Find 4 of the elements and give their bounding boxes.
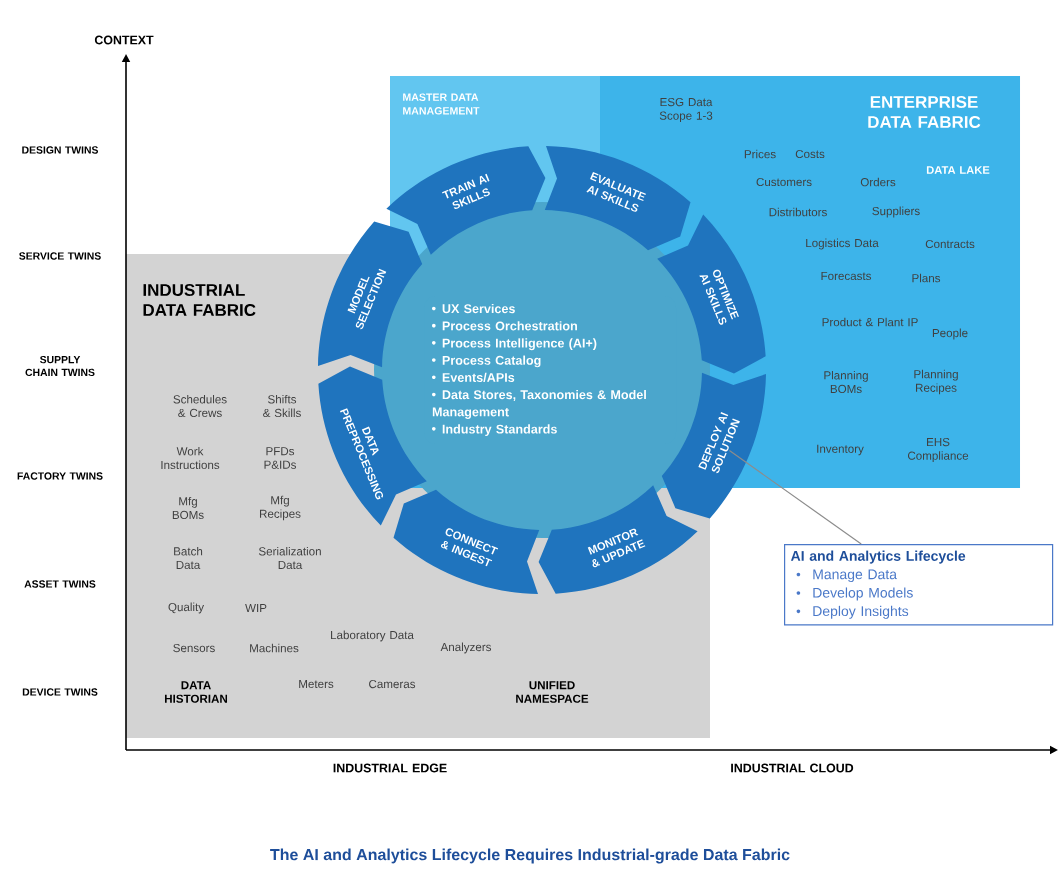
leader-line bbox=[728, 449, 862, 545]
panel-heading: ENTERPRISE DATA FABRIC bbox=[868, 96, 981, 128]
panel-heading: INDUSTRIAL DATA FABRIC bbox=[143, 284, 256, 316]
caption: The AI and Analytics Lifecycle Requires Industrial-grade Data Fabric bbox=[270, 848, 790, 864]
